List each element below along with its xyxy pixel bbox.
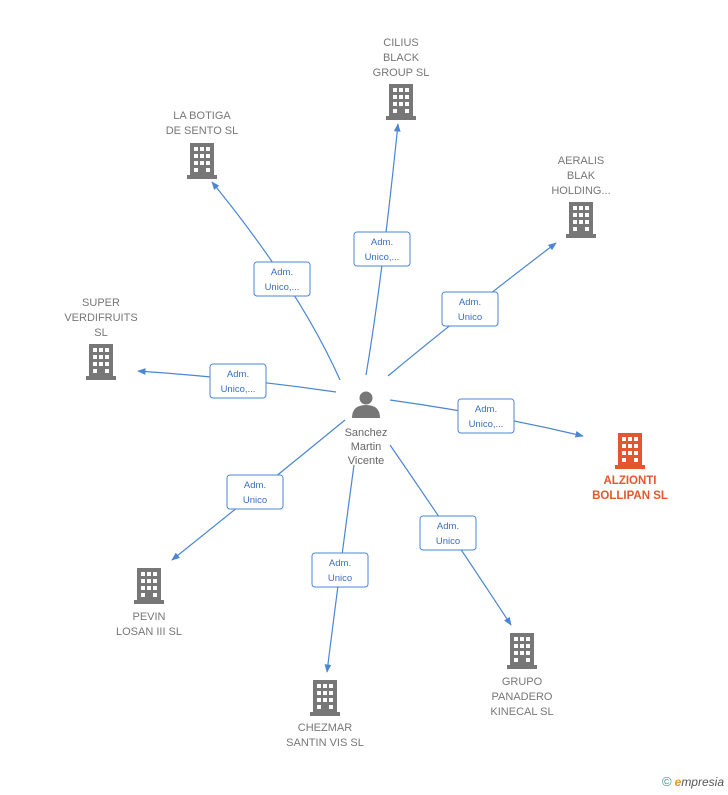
role-label-text: Unico,...: [221, 384, 256, 395]
role-label-text: Adm.: [371, 237, 393, 248]
role-label[interactable]: Adm. Unico: [441, 291, 499, 327]
company-name-line: SUPER: [82, 297, 120, 309]
role-label-text: Adm.: [329, 558, 351, 569]
company-node-super-verdifruits[interactable]: SUPER VERDIFRUITS SL: [64, 297, 138, 380]
role-label-text: Adm.: [227, 369, 249, 380]
company-node-chezmar[interactable]: CHEZMAR SANTIN VIS SL: [286, 680, 364, 749]
role-label-text: Unico,...: [469, 419, 504, 430]
role-label-text: Adm.: [475, 404, 497, 415]
company-name-line: PEVIN: [132, 611, 165, 623]
role-label-text: Unico,...: [365, 252, 400, 263]
role-label-text: Unico,...: [265, 282, 300, 293]
role-label-box: [353, 231, 411, 267]
brand-logo-initial: e: [674, 775, 682, 789]
role-label-box: [457, 398, 515, 434]
company-node-pevin[interactable]: PEVIN LOSAN III SL: [116, 568, 182, 638]
company-name-line: ALZIONTI: [603, 475, 656, 487]
role-label-text: Unico: [243, 495, 267, 506]
company-name-line: BLACK: [383, 52, 420, 64]
company-node-cilius[interactable]: CILIUS BLACK GROUP SL: [373, 37, 430, 120]
role-label-text: Adm.: [244, 480, 266, 491]
role-label[interactable]: Adm. Unico: [311, 552, 369, 588]
building-icon: [187, 143, 217, 179]
company-name-line: GRUPO: [502, 676, 543, 688]
role-label-box: [253, 261, 311, 297]
company-name-line: BOLLIPAN SL: [592, 490, 668, 502]
role-label-text: Unico: [328, 573, 352, 584]
company-node-la-botiga[interactable]: LA BOTIGA DE SENTO SL: [166, 110, 239, 179]
role-label[interactable]: Adm. Unico: [419, 515, 477, 551]
company-name-line: KINECAL SL: [490, 706, 553, 718]
brand-logo-text: mpresia: [681, 775, 724, 789]
building-icon: [310, 680, 340, 716]
company-node-aeralis[interactable]: AERALIS BLAK HOLDING...: [551, 155, 611, 238]
copyright-icon: ©: [662, 774, 672, 789]
role-label-text: Adm.: [271, 267, 293, 278]
building-icon: [386, 84, 416, 120]
role-label-text: Adm.: [437, 521, 459, 532]
person-icon: [352, 391, 380, 418]
person-name-line: Sanchez: [345, 427, 388, 439]
role-label[interactable]: Adm. Unico,...: [209, 363, 267, 399]
role-label-box: [311, 552, 369, 588]
company-name-line: AERALIS: [558, 155, 604, 167]
company-name-line: DE SENTO SL: [166, 125, 239, 137]
role-label-box: [441, 291, 499, 327]
company-node-grupo-panadero[interactable]: GRUPO PANADERO KINECAL SL: [490, 633, 554, 718]
building-icon: [566, 202, 596, 238]
building-icon: [86, 344, 116, 380]
role-label[interactable]: Adm. Unico,...: [457, 398, 515, 434]
company-name-line: LA BOTIGA: [173, 110, 231, 122]
company-name-line: HOLDING...: [551, 185, 610, 197]
role-label-box: [226, 474, 284, 510]
role-label-text: Unico: [458, 312, 482, 323]
company-name-line: LOSAN III SL: [116, 626, 182, 638]
company-name-line: PANADERO: [492, 691, 553, 703]
company-name-line: SANTIN VIS SL: [286, 737, 364, 749]
company-node-alzionti[interactable]: ALZIONTI BOLLIPAN SL: [592, 433, 668, 502]
role-label-text: Unico: [436, 536, 460, 547]
person-name-line: Vicente: [348, 455, 385, 467]
company-name-line: BLAK: [567, 170, 596, 182]
person-name-line: Martin: [351, 441, 382, 453]
building-icon: [615, 433, 645, 469]
company-name-line: SL: [94, 327, 107, 339]
role-label-box: [209, 363, 267, 399]
footer-brand: ©empresia: [662, 774, 724, 789]
building-icon: [507, 633, 537, 669]
company-name-line: VERDIFRUITS: [64, 312, 137, 324]
company-name-line: CILIUS: [383, 37, 418, 49]
company-name-line: GROUP SL: [373, 67, 430, 79]
role-label-box: [419, 515, 477, 551]
company-name-line: CHEZMAR: [298, 722, 352, 734]
role-label[interactable]: Adm. Unico,...: [353, 231, 411, 267]
building-icon: [134, 568, 164, 604]
role-label-text: Adm.: [459, 297, 481, 308]
role-label[interactable]: Adm. Unico: [226, 474, 284, 510]
role-label[interactable]: Adm. Unico,...: [253, 261, 311, 297]
